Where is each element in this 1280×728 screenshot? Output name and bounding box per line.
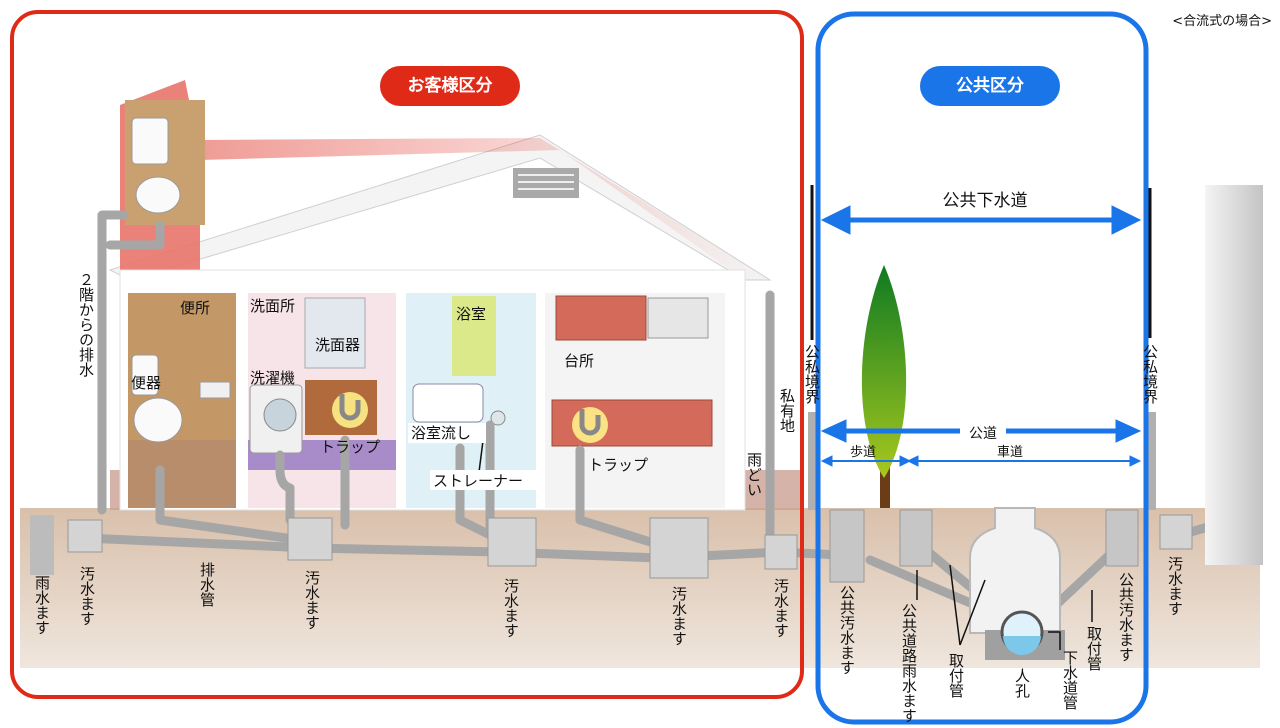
sewage-basin-5 — [764, 534, 798, 570]
rain-basin-label: 雨水ます — [33, 575, 51, 635]
public-sewage-basin-right — [1105, 509, 1139, 567]
boundary-right-label: 公私境界 — [1141, 344, 1159, 404]
toilet-bowl — [133, 397, 183, 443]
second-floor-drain-label: ２階からの排水 — [77, 272, 95, 377]
upstairs-toilet-bowl — [135, 176, 181, 214]
public-road-rain-basin — [899, 509, 933, 567]
sewer-arrow — [820, 205, 1142, 235]
boundary-post-right — [1148, 412, 1156, 510]
vent-slats — [518, 174, 574, 190]
washer-door — [263, 398, 297, 432]
strainer-icon — [490, 410, 506, 426]
road-label-bg — [960, 422, 1006, 442]
washroom-basin: 洗面器 — [315, 336, 360, 354]
sewage-basin-2-label: 汚水ます — [303, 570, 321, 630]
kitchen-trap-glow — [572, 407, 608, 443]
kitchen-title: 台所 — [564, 352, 594, 370]
drain-pipe-label: 排水管 — [198, 562, 216, 607]
public-section-frame — [815, 11, 1149, 725]
vanity-mirror — [304, 297, 366, 369]
washroom-washer: 洗濯機 — [250, 369, 295, 387]
bath-tub — [412, 383, 484, 423]
bath-title: 浴室 — [456, 305, 486, 323]
customer-section-frame — [10, 10, 804, 699]
bath-drain: 浴室流し — [411, 424, 471, 442]
public-sewage-basin-left — [829, 509, 865, 583]
sewage-basin-5-label: 汚水ます — [772, 578, 790, 638]
washroom-trap: トラップ — [320, 438, 380, 456]
upstairs-toilet-tank — [131, 117, 169, 165]
public-sewage-basin-right-label: 公共汚水ます — [1117, 572, 1135, 662]
room-toilet-floor — [128, 440, 236, 508]
sewage-basin-4-label: 汚水ます — [670, 586, 688, 646]
kitchen-cabinets — [555, 295, 647, 341]
tree-crown — [861, 265, 907, 478]
kitchen-trap: トラップ — [588, 456, 648, 474]
kitchen-trap-icon — [579, 409, 601, 436]
sewer-label: 公共下水道 — [943, 191, 1028, 211]
toilet-item: 便器 — [131, 374, 161, 392]
roadway-arrow — [906, 455, 1142, 467]
toilet-title: 便所 — [180, 299, 210, 317]
boundary-post-left — [808, 412, 816, 510]
toilet-tank — [131, 354, 159, 396]
connection-pipe-left-label: 取付管 — [947, 653, 965, 698]
boundary-left-label: 公私境界 — [803, 344, 821, 404]
bath-wall-panel — [452, 296, 496, 376]
roof-highlight — [200, 138, 770, 280]
washroom-trap-glow — [332, 392, 368, 428]
sewage-basin-1 — [67, 519, 103, 553]
washroom-trap-icon — [339, 394, 361, 421]
public-section-badge: 公共区分 — [920, 66, 1060, 106]
sewer-pipe-water — [1003, 636, 1041, 655]
bath-strainer: ストレーナー — [433, 472, 523, 490]
sidewalk-label: 歩道 — [850, 445, 876, 460]
road-label: 公道 — [969, 426, 997, 442]
bath-drain-label-bg — [408, 423, 486, 443]
strainer-label-bg — [430, 470, 542, 490]
washroom-title: 洗面所 — [250, 297, 295, 315]
private-land-label: 私有地 — [778, 388, 796, 433]
sewage-basin-far-label: 汚水ます — [1166, 556, 1184, 616]
kitchen-hood — [647, 297, 709, 339]
public-sewage-basin-left-label: 公共汚水ます — [838, 585, 856, 675]
gutter-label: 雨どい — [745, 452, 763, 497]
neighbor-building — [1205, 185, 1263, 565]
sewage-basin-3-label: 汚水ます — [502, 578, 520, 638]
paper-holder — [199, 381, 231, 399]
basins — [30, 509, 1193, 583]
public-road-rain-basin-label: 公共道路雨水ます — [900, 603, 918, 723]
customer-section-badge: お客様区分 — [380, 66, 520, 106]
manhole-label: 人孔 — [1013, 668, 1031, 699]
sewage-basin-4 — [649, 517, 709, 579]
roadway-label: 車道 — [997, 445, 1023, 460]
connection-pipe-right-label: 取付管 — [1085, 626, 1103, 671]
sewage-basin-2 — [287, 517, 333, 561]
rain-basin — [30, 515, 54, 575]
sewage-basin-1-label: 汚水ます — [78, 566, 96, 626]
sidewalk-arrow — [820, 455, 912, 467]
sewer-pipe-label: 下水道管 — [1061, 650, 1079, 710]
sewage-basin-far — [1159, 514, 1193, 550]
system-type-note: <合流式の場合> — [1172, 14, 1272, 29]
sewage-basin-3 — [487, 517, 537, 567]
